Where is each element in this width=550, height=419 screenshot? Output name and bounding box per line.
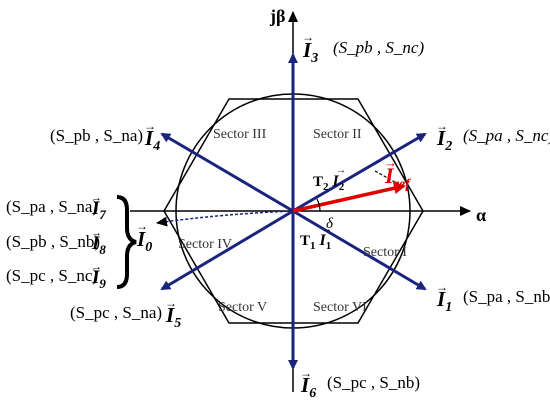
svg-text:I6: I6: [300, 373, 316, 401]
svg-text:→: →: [384, 155, 397, 170]
vector-i4-label: (S_pb , S_na) I4 →: [50, 119, 160, 154]
svg-text:→: →: [436, 280, 448, 294]
svg-text:I5: I5: [165, 303, 181, 331]
vector-i6-label: I6 (S_pc , S_nb) →: [300, 366, 420, 401]
vector-i1: [292, 209, 427, 291]
svg-text:(S_pb , S_nb): (S_pb , S_nb): [6, 232, 100, 251]
reference-vector-label: Iref →: [384, 155, 411, 192]
sector-vi-label: Sector VI: [313, 300, 367, 315]
jbeta-axis-label: jβ: [269, 6, 285, 26]
svg-text:(S_pc , S_na): (S_pc , S_na): [70, 303, 162, 322]
vector-i1-label: I1 (S_pa , S_nb) →: [436, 280, 550, 315]
svg-text:I0: I0: [136, 227, 152, 255]
svg-text:(S_pa , S_nc): (S_pa , S_nc): [463, 126, 550, 145]
zero-vector-arrow: [156, 210, 294, 227]
sector-iii-label: Sector III: [213, 127, 267, 142]
zero-vector-brace: [116, 195, 137, 289]
svg-text:(S_pc , S_nb): (S_pc , S_nb): [327, 373, 420, 392]
svg-text:→: →: [91, 261, 102, 273]
svg-text:T2 I2: T2 I2: [313, 173, 345, 193]
vector-i5: [160, 209, 294, 291]
vector-i5-label: (S_pc , S_na) I5 →: [70, 296, 181, 331]
svg-text:→: →: [136, 219, 148, 233]
svg-text:I3: I3: [302, 38, 318, 66]
svg-text:I8: I8: [91, 233, 106, 257]
sector-v-label: Sector V: [218, 300, 267, 315]
svg-text:→: →: [336, 165, 346, 176]
svg-text:→: →: [165, 296, 177, 310]
svg-text:I4: I4: [144, 126, 160, 154]
t2-i2-label: T2 I2 →: [313, 165, 346, 193]
svg-text:T1 I1: T1 I1: [300, 232, 331, 252]
svg-text:I2: I2: [436, 126, 452, 154]
alpha-axis-label: α: [476, 205, 486, 225]
svg-text:→: →: [144, 119, 156, 133]
vector-i2-label: I2 (S_pa , S_nc) →: [436, 119, 550, 154]
vector-i3-label: I3 (S_pb , S_nc) →: [302, 30, 424, 66]
svg-text:I7: I7: [91, 198, 106, 222]
svg-text:(S_pa , S_na): (S_pa , S_na): [6, 197, 98, 216]
svg-text:I9: I9: [91, 267, 106, 291]
delta-label: δ: [326, 216, 334, 232]
svg-text:(S_pa , S_nb): (S_pa , S_nb): [463, 287, 550, 306]
sector-iv-label: Sector IV: [178, 237, 232, 252]
zero-vector-states: (S_pa , S_na) I7 → (S_pb , S_nb) I8 → (S…: [6, 192, 106, 291]
svg-text:→: →: [302, 30, 314, 44]
reference-vector: [292, 182, 406, 213]
t1-i1-label: T1 I1 →: [300, 224, 332, 252]
svg-text:→: →: [91, 227, 102, 239]
svg-text:I1: I1: [436, 287, 452, 315]
svg-text:→: →: [91, 192, 102, 204]
svg-text:Iref: Iref: [384, 163, 411, 192]
svg-text:(S_pb , S_nc): (S_pb , S_nc): [333, 38, 424, 57]
svg-text:→: →: [436, 119, 448, 133]
t1-component-line: [292, 171, 360, 212]
svg-text:(S_pb , S_na): (S_pb , S_na): [50, 126, 143, 145]
svg-text:→: →: [322, 224, 332, 235]
sector-ii-label: Sector II: [313, 127, 362, 142]
svg-text:(S_pc , S_nc): (S_pc , S_nc): [6, 266, 98, 285]
svg-text:→: →: [300, 366, 312, 380]
zero-vector-label: I0 →: [136, 219, 152, 255]
vector-i4: [160, 132, 294, 213]
delta-angle-arc: [316, 198, 321, 212]
sector-i-label: Sector I: [363, 245, 407, 260]
